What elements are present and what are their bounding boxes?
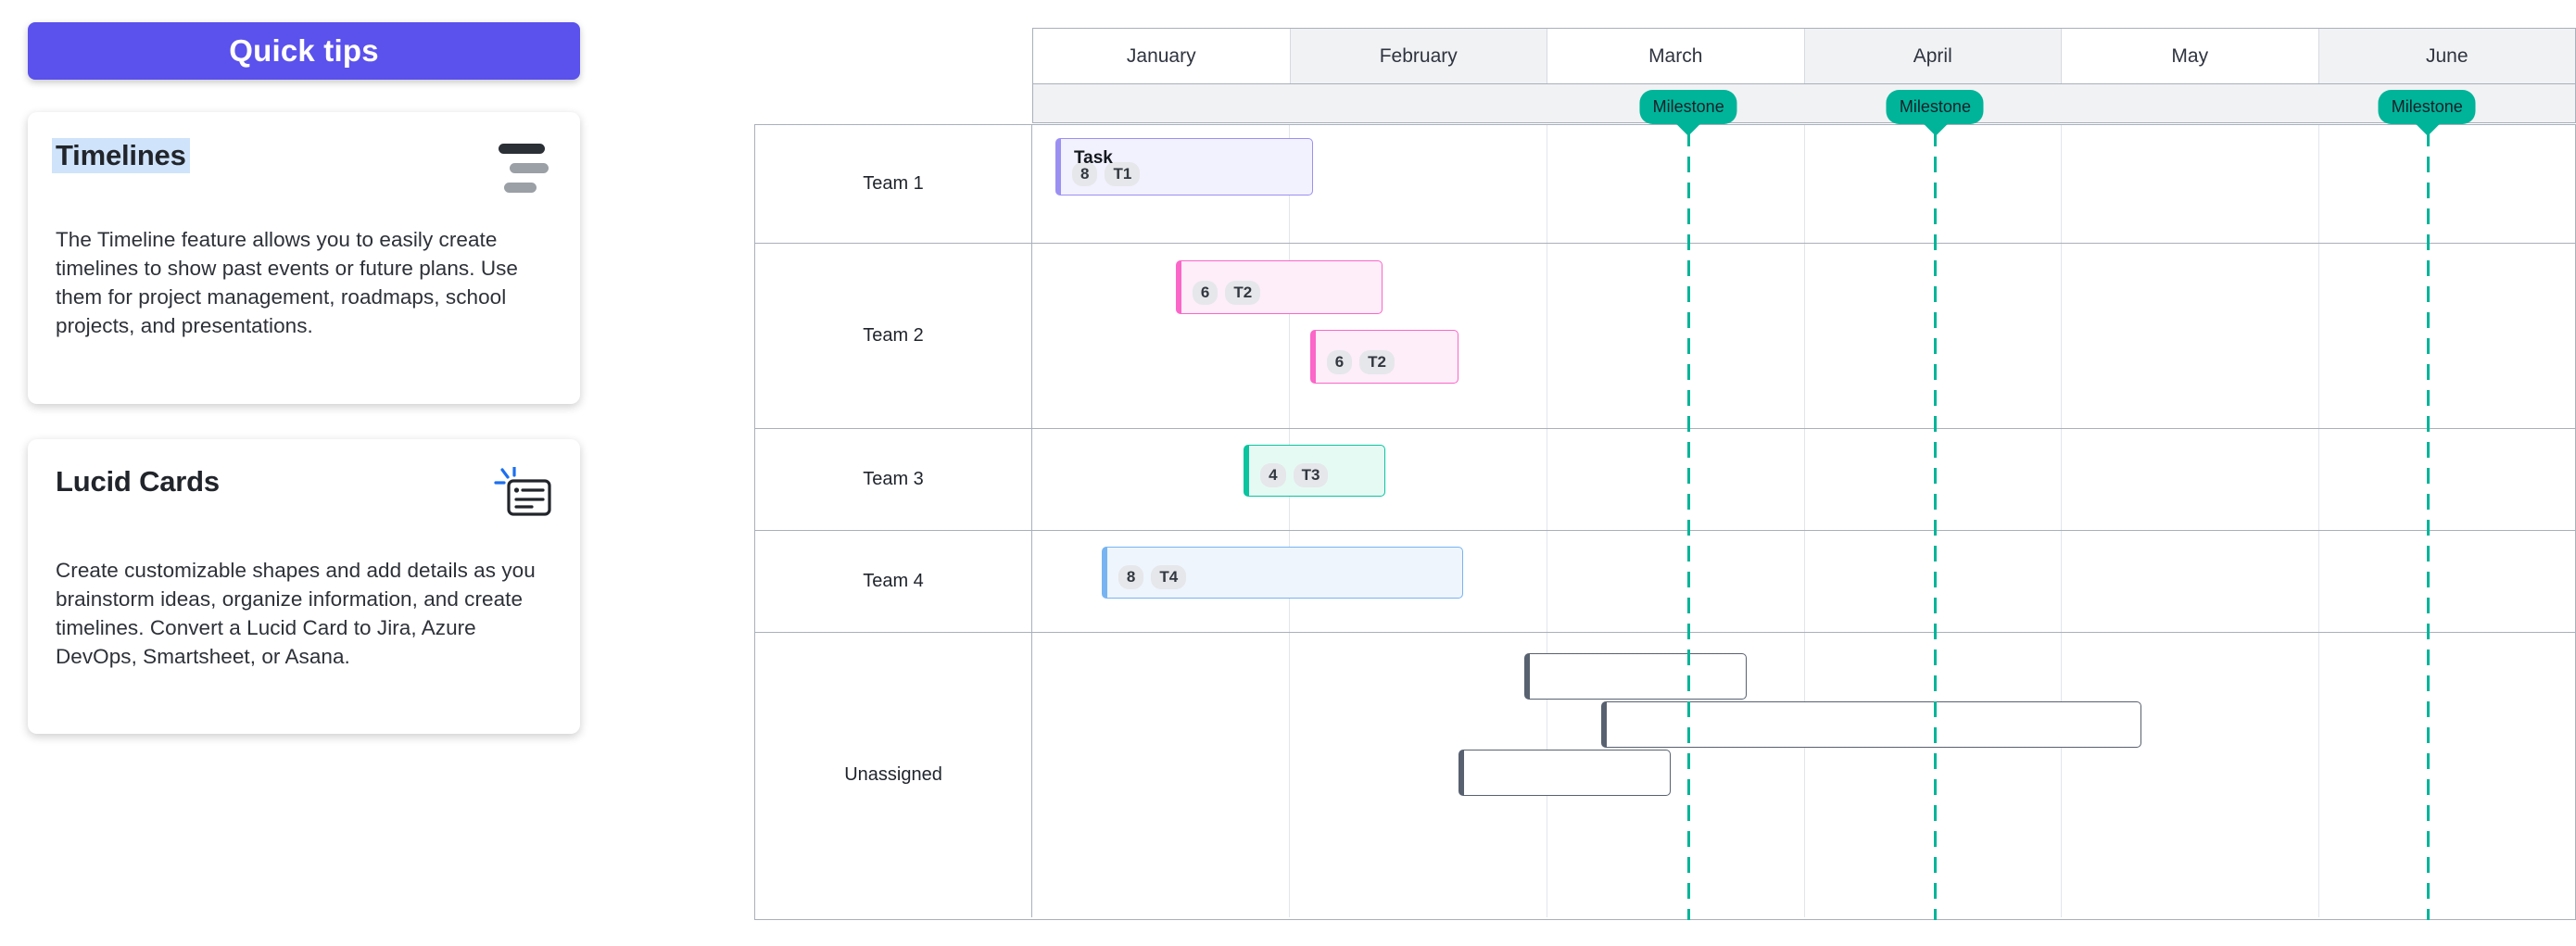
month-header-cell[interactable]: February	[1290, 29, 1547, 83]
timeline-row-track[interactable]	[1032, 633, 2575, 917]
task-bar-badges: 4 T3	[1260, 463, 1373, 487]
milestone-marker[interactable]: Milestone	[1886, 90, 1984, 124]
month-header-cell[interactable]: April	[1804, 29, 2062, 83]
timeline-row[interactable]: Team 4 8 T4	[755, 531, 2575, 633]
task-count-badge: 8	[1118, 565, 1144, 589]
month-label: March	[1648, 44, 1703, 67]
month-header-cell[interactable]: March	[1547, 29, 1805, 83]
timeline-row-label: Team 2	[755, 244, 1032, 428]
task-code-badge: T3	[1293, 463, 1329, 487]
milestone-marker[interactable]: Milestone	[2378, 90, 2476, 124]
task-code-badge: T1	[1105, 162, 1141, 186]
milestone-label: Milestone	[2378, 90, 2476, 124]
month-label: April	[1913, 44, 1952, 67]
tip-card-header: Lucid Cards	[56, 465, 552, 524]
tip-card-title: Timelines	[52, 138, 190, 173]
timeline-lines-icon	[491, 142, 552, 196]
task-code-badge: T2	[1359, 350, 1395, 374]
timeline-row[interactable]: Unassigned	[755, 633, 2575, 917]
timeline-task-bar[interactable]: 4 T3	[1244, 445, 1386, 497]
task-bar-badges: 8 T1	[1071, 162, 1301, 186]
timeline-month-header: January February March April May June	[1032, 28, 2576, 83]
tip-card-title: Lucid Cards	[56, 465, 220, 498]
tip-card-body: The Timeline feature allows you to easil…	[56, 228, 518, 338]
task-count-badge: 4	[1260, 463, 1286, 487]
tip-card-header: Timelines	[52, 138, 552, 196]
quick-tips-banner[interactable]: Quick tips	[28, 22, 580, 80]
month-header-cell[interactable]: June	[2318, 29, 2575, 83]
month-header-cell[interactable]: May	[2062, 29, 2319, 83]
month-label: June	[2425, 44, 2469, 67]
tip-card-lucid-cards[interactable]: Lucid Cards Create customizable shapes a…	[28, 439, 580, 734]
month-gridlines	[1032, 633, 2575, 917]
task-code-badge: T4	[1151, 565, 1187, 589]
lucid-card-icon	[491, 465, 552, 524]
task-count-badge: 8	[1071, 162, 1098, 186]
month-label: May	[2171, 44, 2209, 67]
timeline-row-label: Team 4	[755, 531, 1032, 632]
task-count-badge: 6	[1192, 281, 1219, 305]
timeline-row[interactable]: Team 3 4 T3	[755, 429, 2575, 531]
tip-card-timelines[interactable]: Timelines The Timeline feature allows yo…	[28, 112, 580, 404]
timeline-task-bar[interactable]	[1458, 750, 1672, 796]
timeline-gantt[interactable]: January February March April May June Milesto…	[754, 28, 2576, 920]
month-label: January	[1126, 44, 1196, 67]
timeline-row-label: Team 3	[755, 429, 1032, 530]
milestone-label: Milestone	[1886, 90, 1984, 124]
task-count-badge: 6	[1326, 350, 1353, 374]
milestone-marker[interactable]: Milestone	[1639, 90, 1737, 124]
month-label: February	[1379, 44, 1458, 67]
task-code-badge: T2	[1225, 281, 1261, 305]
timeline-row-track[interactable]: 4 T3	[1032, 429, 2575, 530]
task-bar-badges: 8 T4	[1118, 565, 1451, 589]
timeline-task-bar[interactable]	[1601, 701, 2142, 748]
quick-tips-panel: Quick tips Timelines The Timeline featur…	[28, 22, 584, 734]
task-bar-title: Task	[1073, 148, 1113, 168]
timeline-row-track[interactable]: 8 T4	[1032, 531, 2575, 632]
milestone-label: Milestone	[1639, 90, 1737, 124]
quick-tips-banner-label: Quick tips	[229, 33, 379, 68]
tip-card-body: Create customizable shapes and add detai…	[56, 559, 536, 669]
timeline-row-label: Unassigned	[755, 633, 1032, 917]
timeline-task-bar[interactable]	[1524, 653, 1747, 700]
timeline-task-bar[interactable]: 8 T4	[1101, 547, 1463, 599]
month-header-cell[interactable]: January	[1033, 29, 1291, 83]
timeline-milestone-strip: Milestone Milestone Milestone	[1032, 83, 2576, 124]
timeline-row-label: Team 1	[755, 125, 1032, 243]
